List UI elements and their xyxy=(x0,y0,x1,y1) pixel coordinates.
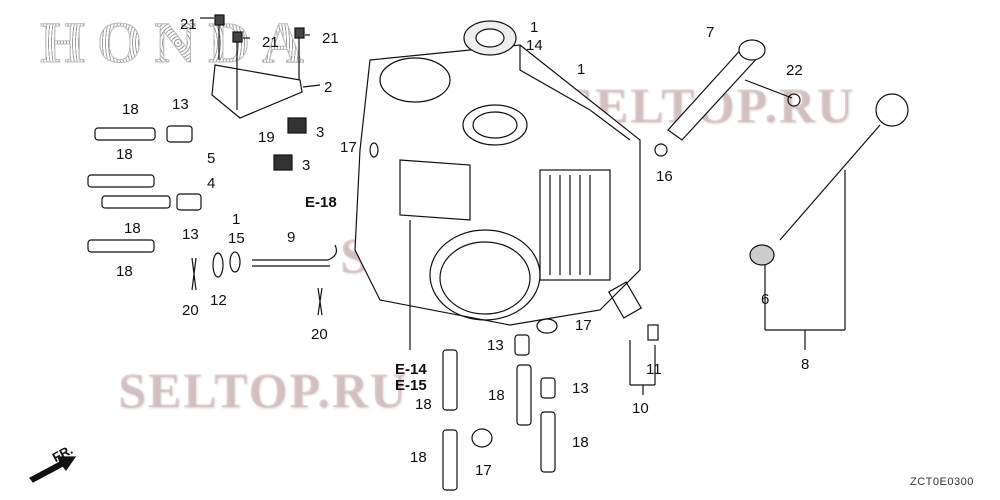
part-number-label[interactable]: 20 xyxy=(182,302,199,319)
part-number-label[interactable]: 12 xyxy=(210,292,227,309)
figure-code: ZCT0E0300 xyxy=(910,476,974,488)
part-number-label[interactable]: 3 xyxy=(302,157,311,174)
part-number-label[interactable]: 18 xyxy=(116,263,133,280)
part-number-label[interactable]: 4 xyxy=(207,175,216,192)
part-number-label[interactable]: 13 xyxy=(182,226,199,243)
part-number-label[interactable]: 17 xyxy=(340,139,357,156)
part-number-label[interactable]: 19 xyxy=(258,129,275,146)
part-number-label[interactable]: 21 xyxy=(262,34,279,51)
part-number-label[interactable]: 3 xyxy=(316,124,325,141)
part-number-label[interactable]: 17 xyxy=(575,317,592,334)
cylinder-block-icon xyxy=(354,44,641,326)
ref-e18-label[interactable]: E-18 xyxy=(305,194,337,211)
part-number-label[interactable]: 17 xyxy=(475,462,492,479)
part-number-label[interactable]: 1 xyxy=(232,211,241,228)
part-number-label[interactable]: 21 xyxy=(180,16,197,33)
part-number-label[interactable]: 5 xyxy=(207,150,216,167)
part-number-label[interactable]: 6 xyxy=(761,291,770,308)
part-number-label[interactable]: 14 xyxy=(526,37,543,54)
ref-e15-label[interactable]: E-15 xyxy=(395,377,427,394)
part-number-label[interactable]: 22 xyxy=(786,62,803,79)
part-number-label[interactable]: 10 xyxy=(632,400,649,417)
part-number-label[interactable]: 16 xyxy=(656,168,673,185)
part-number-label[interactable]: 18 xyxy=(572,434,589,451)
part-number-label[interactable]: 1 xyxy=(530,19,539,36)
part-number-label[interactable]: 1 xyxy=(577,61,586,78)
part-number-label[interactable]: 21 xyxy=(322,30,339,47)
part-number-label[interactable]: 18 xyxy=(488,387,505,404)
part-number-label[interactable]: 15 xyxy=(228,230,245,247)
part-number-label[interactable]: 11 xyxy=(646,361,662,378)
part-number-label[interactable]: 20 xyxy=(311,326,328,343)
part-number-label[interactable]: 18 xyxy=(415,396,432,413)
part-number-label[interactable]: 18 xyxy=(410,449,427,466)
part-number-label[interactable]: 9 xyxy=(287,229,296,246)
part-number-label[interactable]: 18 xyxy=(124,220,141,237)
part-number-label[interactable]: 7 xyxy=(706,24,715,41)
honda-brand-watermark: HONDA xyxy=(40,10,316,75)
part-number-label[interactable]: 2 xyxy=(324,79,333,96)
part-number-label[interactable]: 13 xyxy=(487,337,504,354)
ref-e14-label[interactable]: E-14 xyxy=(395,361,427,378)
part-number-label[interactable]: 18 xyxy=(116,146,133,163)
part-number-label[interactable]: 13 xyxy=(172,96,189,113)
seltop-watermark-3: SELTOP.RU xyxy=(118,362,408,418)
part-number-label[interactable]: 18 xyxy=(122,101,139,118)
part-number-label[interactable]: 13 xyxy=(572,380,589,397)
part-number-label[interactable]: 8 xyxy=(801,356,810,373)
